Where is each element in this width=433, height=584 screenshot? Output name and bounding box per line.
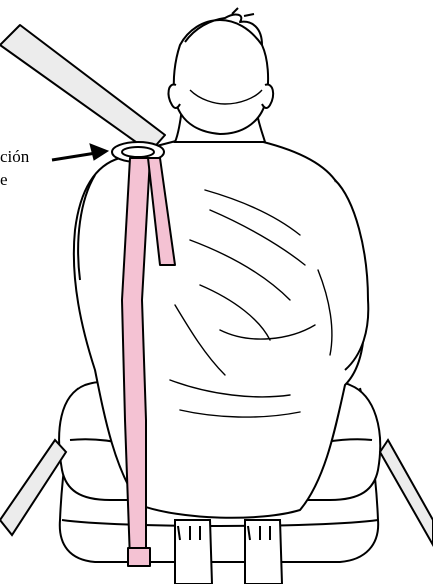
callout-label-line-2: e (0, 170, 8, 190)
callout-arrow (52, 144, 108, 160)
head (169, 8, 274, 134)
shoulder-belt (0, 25, 165, 152)
lap-belt-left (0, 440, 66, 535)
torso-shirt (74, 140, 368, 518)
lap-belt-right (380, 440, 433, 545)
callout-label-line-1: ción (0, 147, 29, 167)
footrests (175, 520, 282, 584)
